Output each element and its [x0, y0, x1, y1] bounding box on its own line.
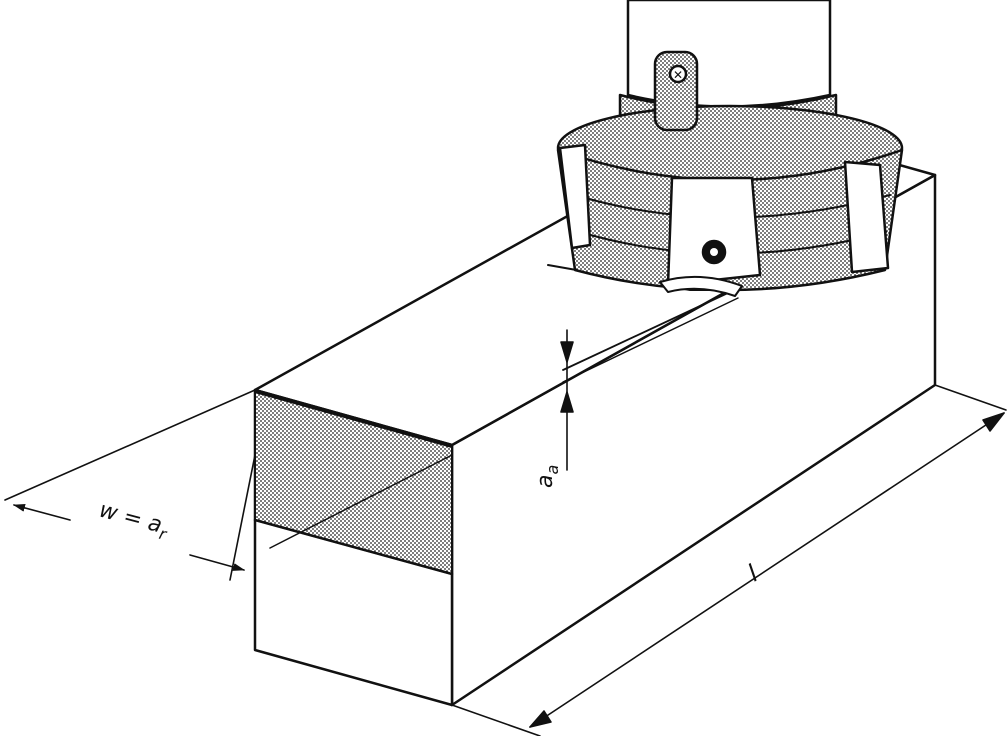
insert-left: [558, 143, 592, 250]
depth-label-main: a: [533, 475, 558, 488]
width-arrow-right: [189, 554, 245, 571]
depth-label-sub: a: [543, 465, 562, 475]
insert-pocket: [666, 176, 762, 287]
width-label-main: w = a: [96, 498, 164, 539]
width-arrow-left: [13, 503, 71, 521]
length-dimension: [451, 384, 1007, 736]
width-label: w = ar: [95, 498, 172, 545]
locking-key: [653, 50, 699, 132]
svg-text:w = ar: w = ar: [95, 498, 172, 545]
svg-text:aa: aa: [533, 465, 562, 488]
length-arrow-bottom: [529, 710, 552, 728]
width-extension-right: [229, 454, 256, 581]
length-extension-top: [934, 384, 1007, 411]
locking-screw: [668, 64, 688, 84]
depth-arrow-bottom: [560, 391, 574, 413]
insert-right: [843, 160, 890, 274]
milling-cutter: ✕: [556, 0, 904, 297]
width-dimension: [4, 389, 256, 581]
milled-groove-line: [562, 291, 731, 371]
milled-groove-line-2: [562, 297, 739, 383]
depth-arrow-top: [560, 341, 574, 363]
svg-text:✕: ✕: [673, 68, 683, 82]
cut-band-bottom-line: [253, 518, 454, 576]
length-line: [529, 412, 1005, 728]
length-extension-bottom: [451, 704, 541, 736]
front-face-diagonal: [269, 454, 453, 549]
depth-dimension: [560, 329, 574, 471]
chip: [659, 275, 743, 297]
length-arrow-top: [982, 412, 1005, 432]
width-extension-left: [4, 389, 256, 501]
depth-label: aa: [533, 465, 562, 488]
